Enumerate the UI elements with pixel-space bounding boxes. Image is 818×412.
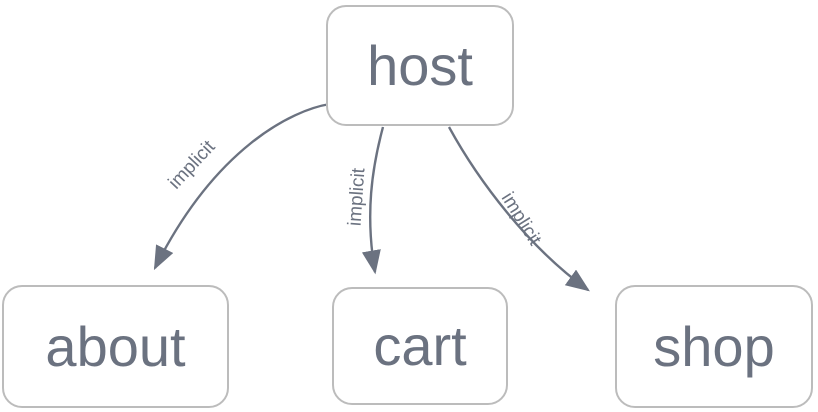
node-host-label: host — [367, 33, 473, 97]
node-cart[interactable]: cart — [332, 287, 508, 405]
edge-host-about — [153, 102, 331, 271]
edge-label-host-cart: implicit — [344, 167, 370, 227]
node-host[interactable]: host — [326, 5, 514, 126]
node-about[interactable]: about — [2, 285, 229, 408]
node-about-label: about — [45, 314, 186, 378]
node-cart-label: cart — [373, 314, 467, 377]
edge-host-shop — [447, 126, 590, 292]
node-shop-label: shop — [653, 314, 775, 378]
node-shop[interactable]: shop — [615, 285, 813, 408]
edge-host-cart — [361, 126, 385, 275]
